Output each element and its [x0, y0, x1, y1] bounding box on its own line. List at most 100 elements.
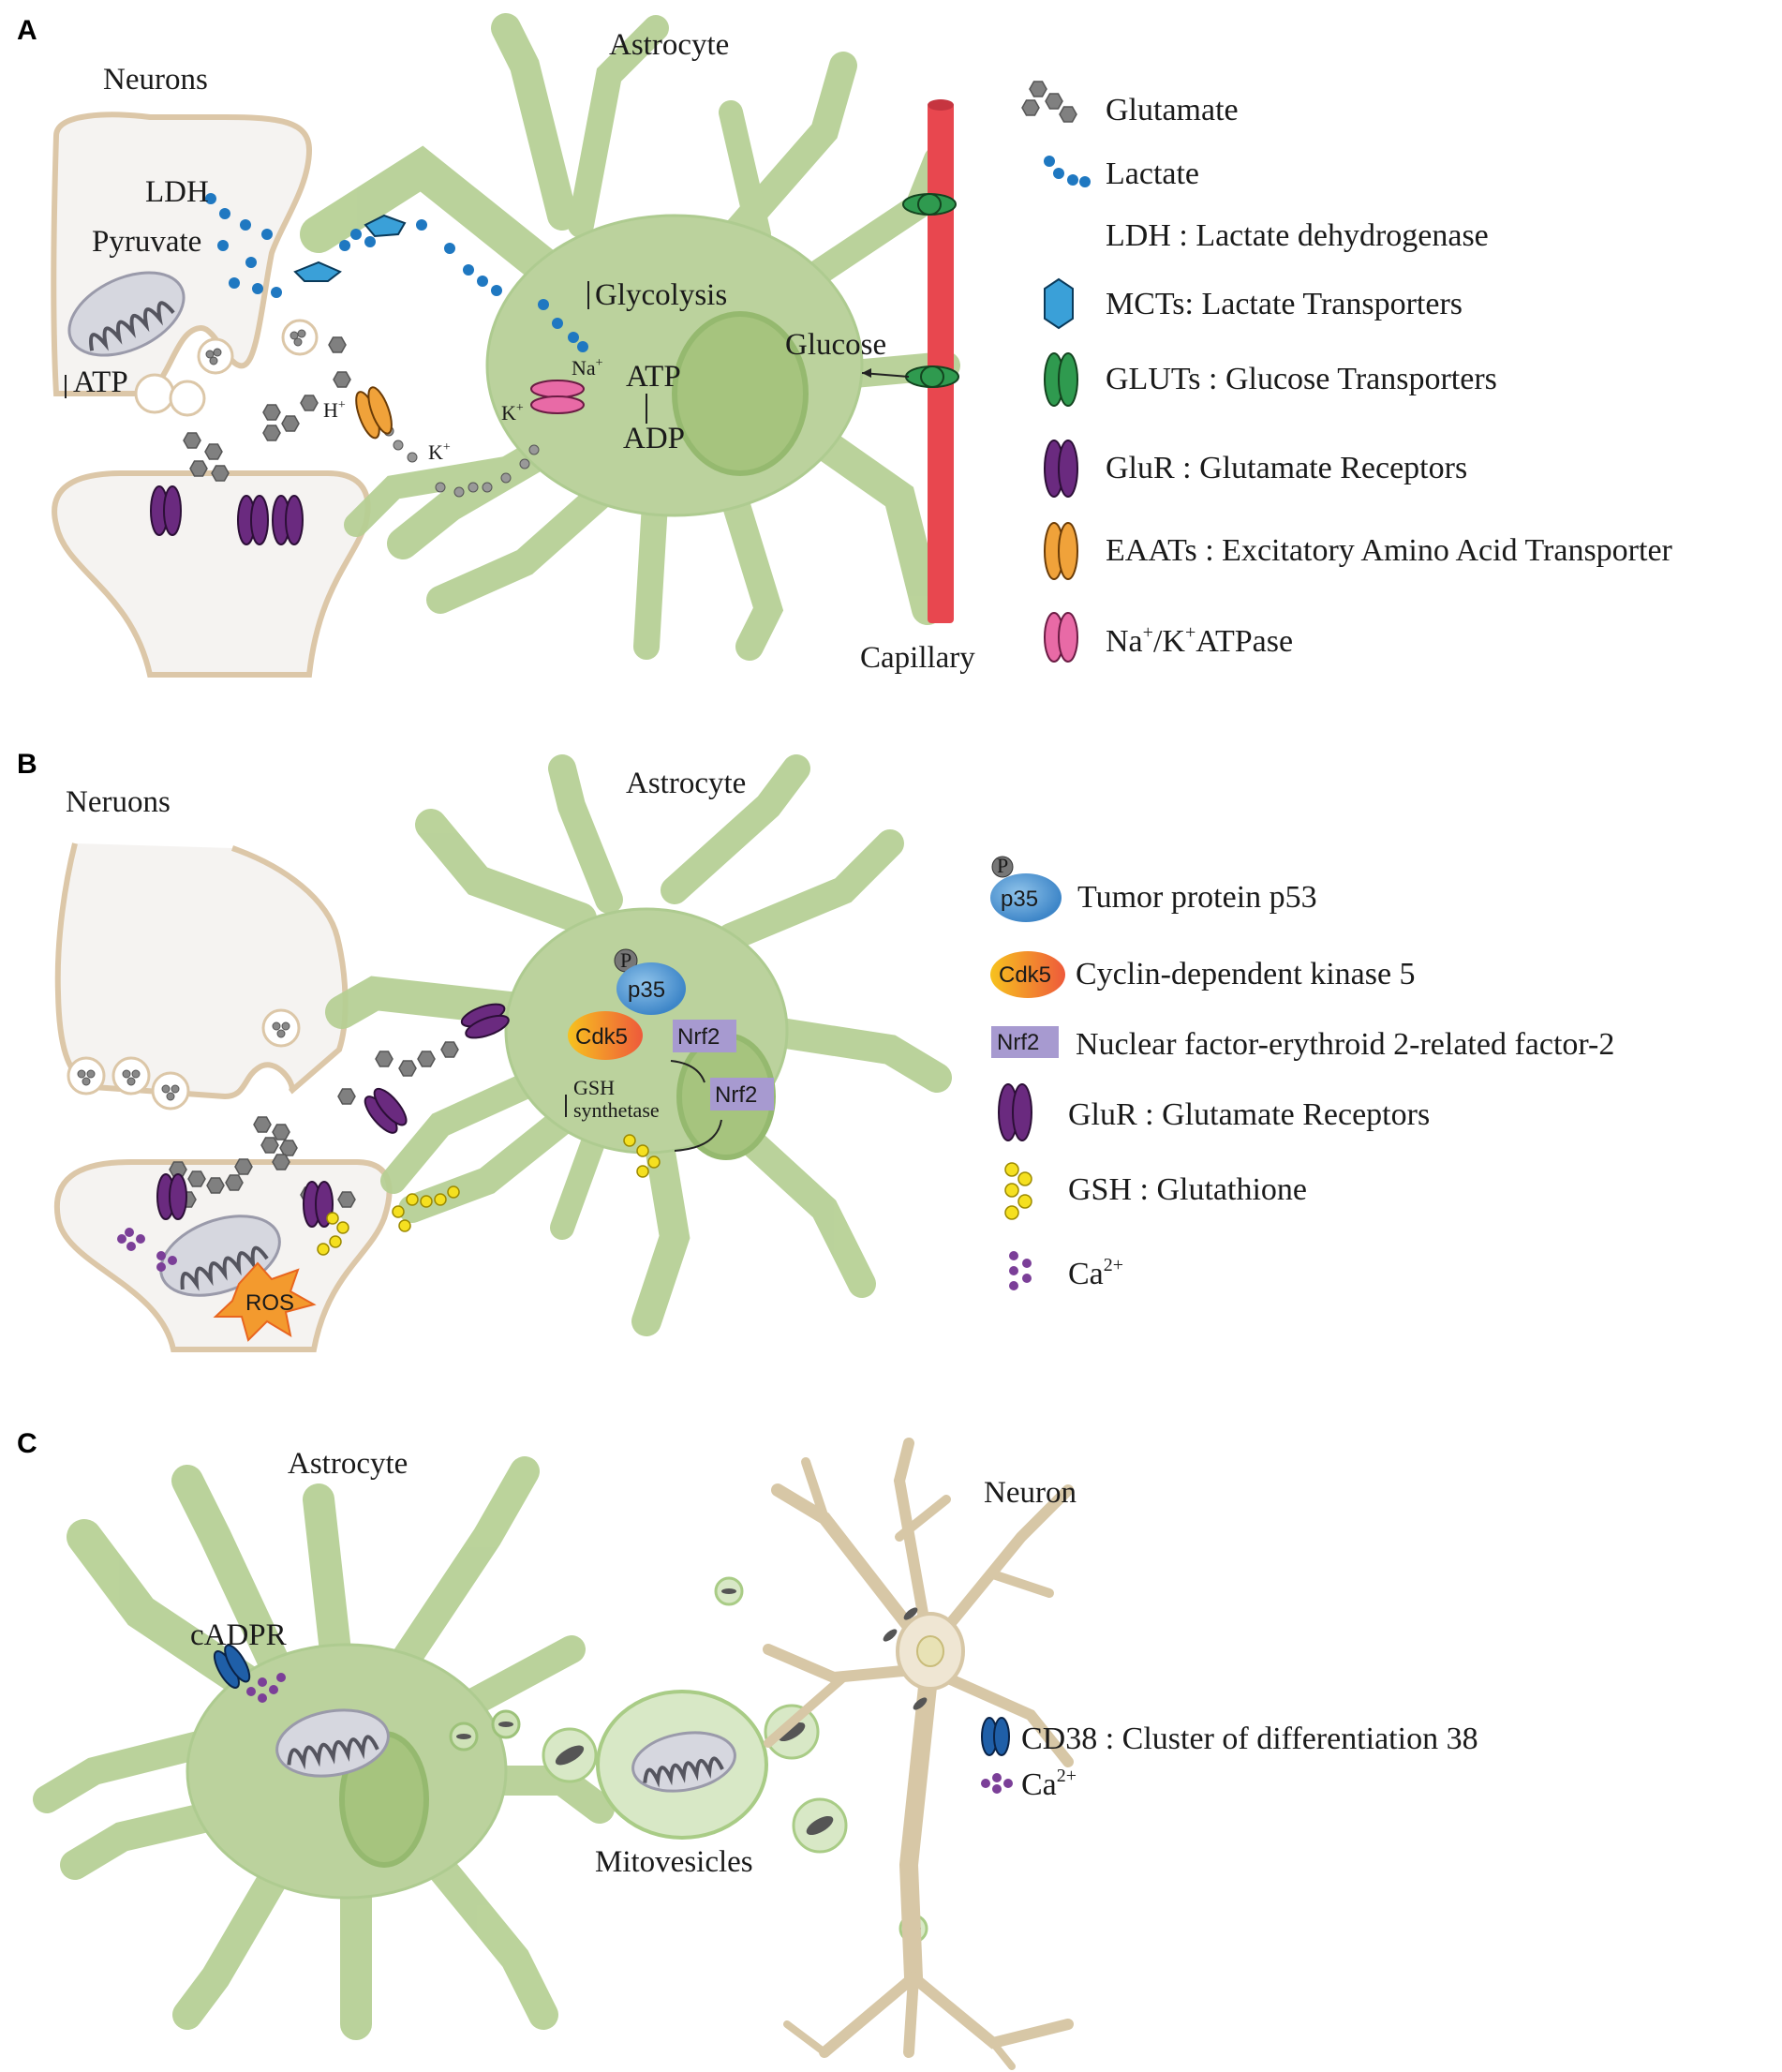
neurons-label: Neurons — [103, 63, 208, 97]
presynaptic-terminal-b — [54, 842, 349, 1100]
cd38-receptor — [213, 1644, 251, 1689]
mitochondrion — [67, 271, 186, 357]
glutamate-receptor — [150, 485, 182, 536]
mitovesicle-large — [596, 1690, 768, 1840]
glut-icon — [1044, 352, 1078, 407]
mitovesicles-label: Mitovesicles — [595, 1845, 753, 1879]
ldh-label: LDH — [145, 175, 209, 209]
calcium-dots-b — [117, 1228, 177, 1272]
eaat-transporter — [355, 386, 393, 440]
calcium-icon-c — [981, 1773, 1013, 1794]
glutamate-receptor — [364, 1087, 408, 1134]
gsh-synthetase-label-1: GSH — [573, 1076, 615, 1099]
na-ion-label: Na+ — [572, 356, 603, 380]
p35-label: p35 — [628, 977, 665, 1003]
glucose-label: Glucose — [785, 328, 886, 362]
nrf2-box-nucleus — [710, 1078, 774, 1111]
legend-nrf2: Nuclear factor-erythroid 2-related facto… — [1076, 1027, 1614, 1062]
neuron-c — [763, 1438, 1074, 2070]
astro-atp-label: ATP — [626, 360, 681, 394]
panel-a: A — [17, 13, 1673, 678]
legend-c: CD38 : Cluster of differentiation 38 Ca2… — [981, 1717, 1478, 1802]
cdk5-label: Cdk5 — [575, 1024, 628, 1050]
legend-eaats: EAATs : Excitatory Amino Acid Transporte… — [1106, 533, 1673, 568]
panel-b-letter: B — [17, 749, 37, 780]
cdk5-icon — [990, 951, 1065, 998]
glycolysis-label: Glycolysis — [595, 278, 727, 312]
mitovesicle — [764, 1704, 820, 1760]
glutamate-receptor — [460, 1003, 510, 1039]
mct-icon — [1044, 277, 1074, 330]
k-ion-label-2: K+ — [501, 401, 524, 425]
legend-a: Glutamate Lactate LDH : Lactate dehydrog… — [1021, 81, 1673, 663]
legend-nrf2-tag: Nrf2 — [997, 1030, 1039, 1055]
mitovesicle — [542, 1727, 598, 1783]
p35-blob — [616, 962, 686, 1015]
glutamate-receptor — [156, 1173, 187, 1220]
astro-adp-label: ADP — [623, 422, 685, 455]
legend-ldh: LDH : Lactate dehydrogenase — [1106, 218, 1489, 253]
glur-icon-b — [998, 1083, 1032, 1141]
ros-star — [213, 1261, 317, 1342]
vesicle — [134, 373, 175, 414]
panel-c-letter: C — [17, 1428, 37, 1459]
panel-a-letter: A — [17, 15, 37, 46]
k-ion-label: K+ — [428, 440, 451, 464]
legend-gluts: GLUTs : Glucose Transporters — [1106, 362, 1497, 396]
calcium-icon-b — [1009, 1251, 1032, 1290]
lactate-icon — [1044, 156, 1091, 187]
legend-glur: GluR : Glutamate Receptors — [1106, 451, 1467, 485]
astrocyte-label-b: Astrocyte — [626, 767, 746, 800]
legend-cdk5-tag: Cdk5 — [999, 962, 1051, 988]
p35-icon — [990, 873, 1062, 922]
glutamate-icon — [1021, 81, 1077, 123]
nrf2-label-1: Nrf2 — [677, 1024, 720, 1050]
glut-transporter — [905, 365, 959, 388]
legend-nak: Na+/K+ATPase — [1106, 622, 1293, 659]
phospho-label: P — [620, 948, 631, 972]
glutamate-receptor — [272, 495, 304, 545]
na-k-atpase — [530, 380, 585, 414]
legend-mcts: MCTs: Lactate Transporters — [1106, 287, 1463, 321]
legend-glutamate: Glutamate — [1106, 93, 1239, 127]
glutamate-receptor — [237, 495, 269, 545]
pyruvate-label: Pyruvate — [92, 225, 201, 259]
calcium-dots-c — [246, 1673, 286, 1703]
legend-lactate: Lactate — [1106, 157, 1199, 191]
mitovesicle — [792, 1797, 848, 1854]
vesicle — [169, 380, 206, 417]
glut-transporter — [902, 193, 957, 216]
mct-transporter — [293, 214, 407, 282]
capillary-label: Capillary — [860, 641, 975, 675]
glur-icon — [1044, 440, 1078, 498]
mitovesicle — [714, 1576, 744, 1606]
legend-p35: Tumor protein p53 — [1077, 880, 1317, 915]
legend-cdk5: Cyclin-dependent kinase 5 — [1076, 957, 1416, 991]
cd38-icon — [981, 1717, 1010, 1756]
nrf2-icon — [991, 1026, 1059, 1058]
nrf2-box-cytoplasm — [673, 1020, 736, 1052]
nrf2-label-2: Nrf2 — [715, 1082, 757, 1108]
gsh-icon — [1004, 1162, 1032, 1220]
nak-icon — [1044, 612, 1078, 663]
postsynaptic-terminal — [52, 470, 371, 678]
mitochondrion-c — [275, 1708, 390, 1778]
legend-phospho: P — [997, 854, 1008, 877]
panel-c: C cADPR — [17, 1428, 1478, 2070]
astrocyte-label-c: Astrocyte — [288, 1447, 408, 1481]
nucleus — [672, 311, 809, 476]
cadpr-label: cADPR — [190, 1618, 287, 1652]
legend-gsh: GSH : Glutathione — [1068, 1172, 1307, 1207]
gsh-synthetase-label-2: synthetase — [573, 1098, 660, 1122]
gsh-dots — [317, 1134, 661, 1256]
legend-b: P p35 Tumor protein p53 Cdk5 Cyclin-depe… — [990, 854, 1614, 1291]
cdk5-blob — [568, 1011, 643, 1060]
legend-glur-b: GluR : Glutamate Receptors — [1068, 1097, 1430, 1132]
neuron-mitos — [883, 1607, 928, 1710]
panel-b: B ROS — [17, 749, 1614, 1352]
ros-label: ROS — [245, 1290, 294, 1316]
legend-ca-b: Ca2+ — [1068, 1255, 1123, 1291]
h-ion-label: H+ — [323, 398, 346, 422]
neurons-label-b: Neruons — [66, 785, 171, 819]
